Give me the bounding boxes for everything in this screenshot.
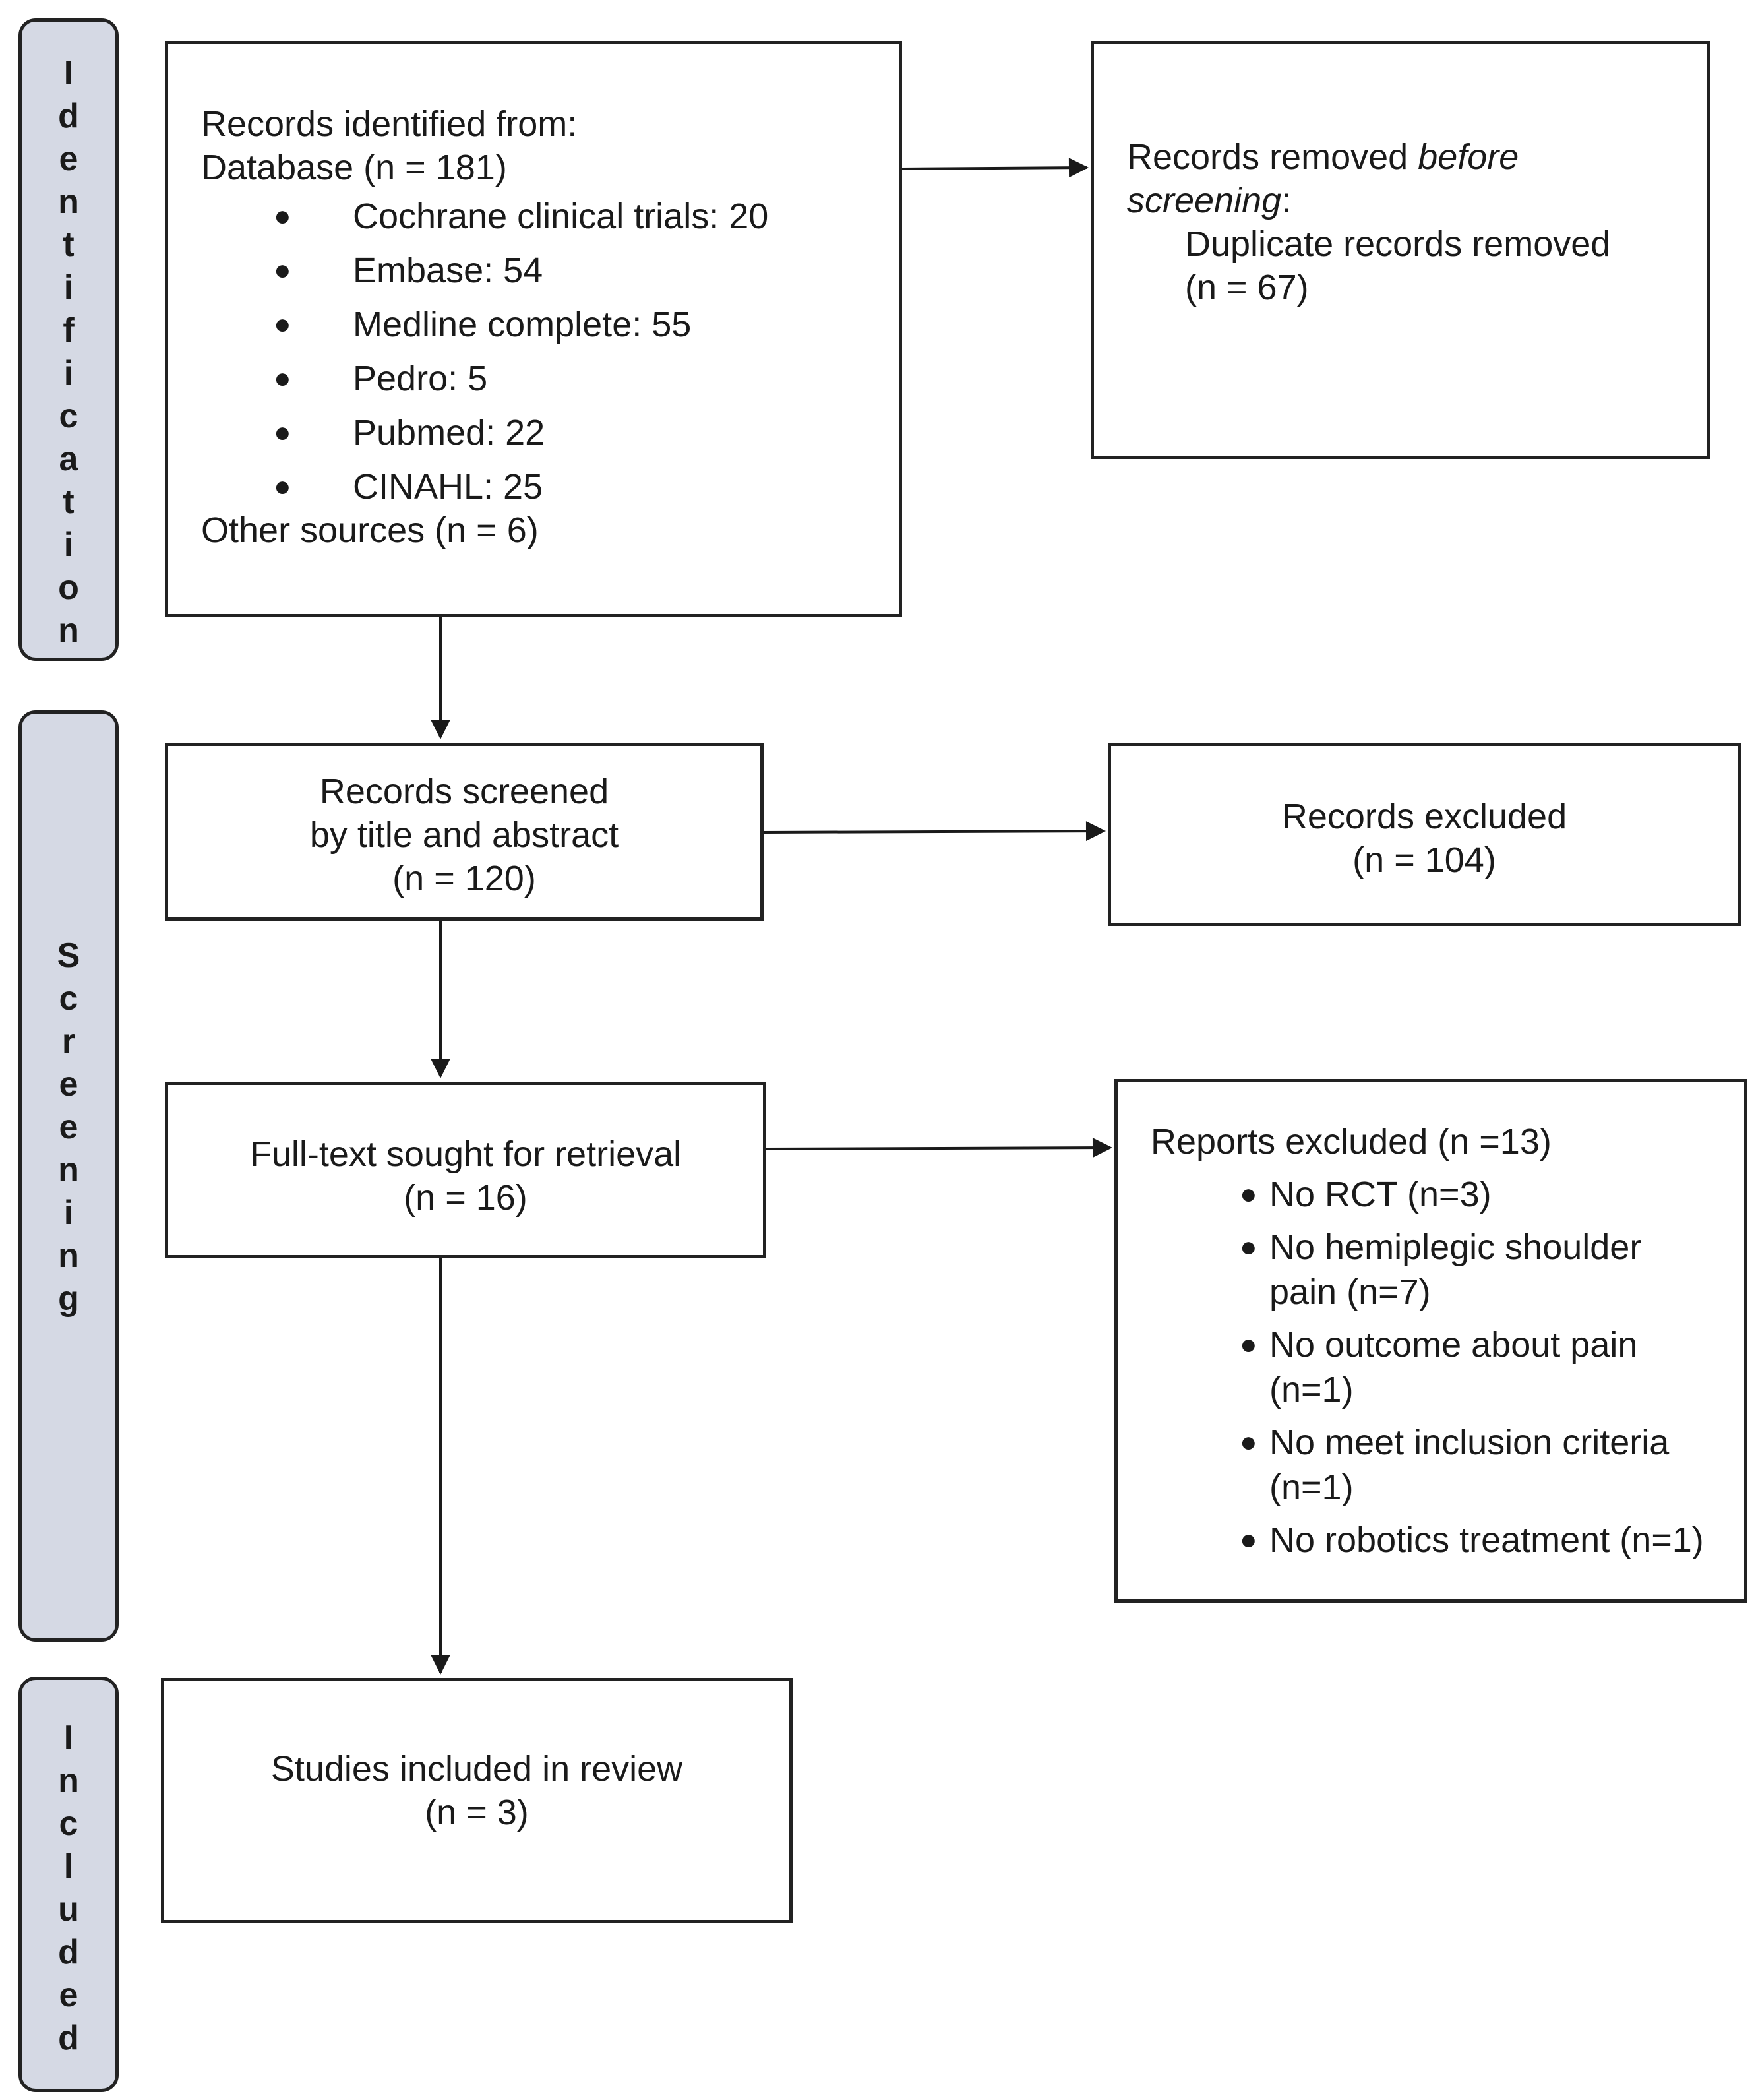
fulltext-sought-label: Full-text sought for retrieval	[249, 1134, 682, 1174]
studies-included-count: (n = 3)	[425, 1793, 529, 1832]
records-excluded-label: Records excluded	[1281, 797, 1567, 836]
exclusion-reason-item: No outcome about pain(n=1)	[1151, 1322, 1744, 1412]
records-removed-heading: Records removed before	[1127, 137, 1519, 177]
records-screened-count: (n = 120)	[392, 859, 536, 898]
database-source-list: Cochrane clinical trials: 20 Embase: 54 …	[201, 189, 899, 514]
records-identified-box: Records identified from: Database (n = 1…	[165, 41, 902, 617]
reports-excluded-heading: Reports excluded (n =13)	[1151, 1122, 1552, 1161]
exclusion-reason-item: No RCT (n=3)	[1151, 1172, 1744, 1217]
source-item-cochrane: Cochrane clinical trials: 20	[201, 189, 899, 243]
records-excluded-box: Records excluded (n = 104)	[1108, 743, 1741, 926]
duplicate-records-count: (n = 67)	[1185, 268, 1309, 307]
exclusion-reason-item: No robotics treatment (n=1)	[1151, 1518, 1744, 1562]
database-count: Database (n = 181)	[201, 148, 507, 187]
arrow-fulltext-to-reports	[766, 1138, 1112, 1158]
reports-excluded-box: Reports excluded (n =13) No RCT (n=3) No…	[1114, 1079, 1747, 1603]
studies-included-box: Studies included in review (n = 3)	[161, 1678, 793, 1923]
records-identified-heading: Records identified from:	[201, 104, 578, 144]
arrow-screened-to-excluded	[763, 821, 1106, 842]
fulltext-sought-box: Full-text sought for retrieval (n = 16)	[165, 1082, 766, 1258]
records-screened-label: Records screened	[319, 772, 609, 811]
source-item-embase: Embase: 54	[201, 243, 899, 297]
records-removed-box: Records removed before screening: Duplic…	[1091, 41, 1710, 459]
source-item-cinahl: CINAHL: 25	[201, 460, 899, 514]
studies-included-label: Studies included in review	[270, 1749, 683, 1789]
fulltext-sought-count: (n = 16)	[404, 1178, 528, 1218]
records-screened-method: by title and abstract	[309, 815, 619, 855]
other-sources-count: Other sources (n = 6)	[201, 510, 539, 550]
exclusion-reason-list: No RCT (n=3) No hemiplegic shoulderpain …	[1151, 1172, 1744, 1562]
source-item-pedro: Pedro: 5	[201, 352, 899, 406]
source-item-medline: Medline complete: 55	[201, 297, 899, 352]
records-excluded-count: (n = 104)	[1352, 840, 1496, 880]
records-screened-box: Records screened by title and abstract (…	[165, 743, 764, 921]
records-removed-heading-cont: screening:	[1127, 181, 1292, 220]
arrow-identified-to-removed	[901, 158, 1089, 178]
duplicate-records-label: Duplicate records removed	[1185, 224, 1611, 264]
exclusion-reason-item: No meet inclusion criteria(n=1)	[1151, 1420, 1744, 1510]
source-item-pubmed: Pubmed: 22	[201, 406, 899, 460]
